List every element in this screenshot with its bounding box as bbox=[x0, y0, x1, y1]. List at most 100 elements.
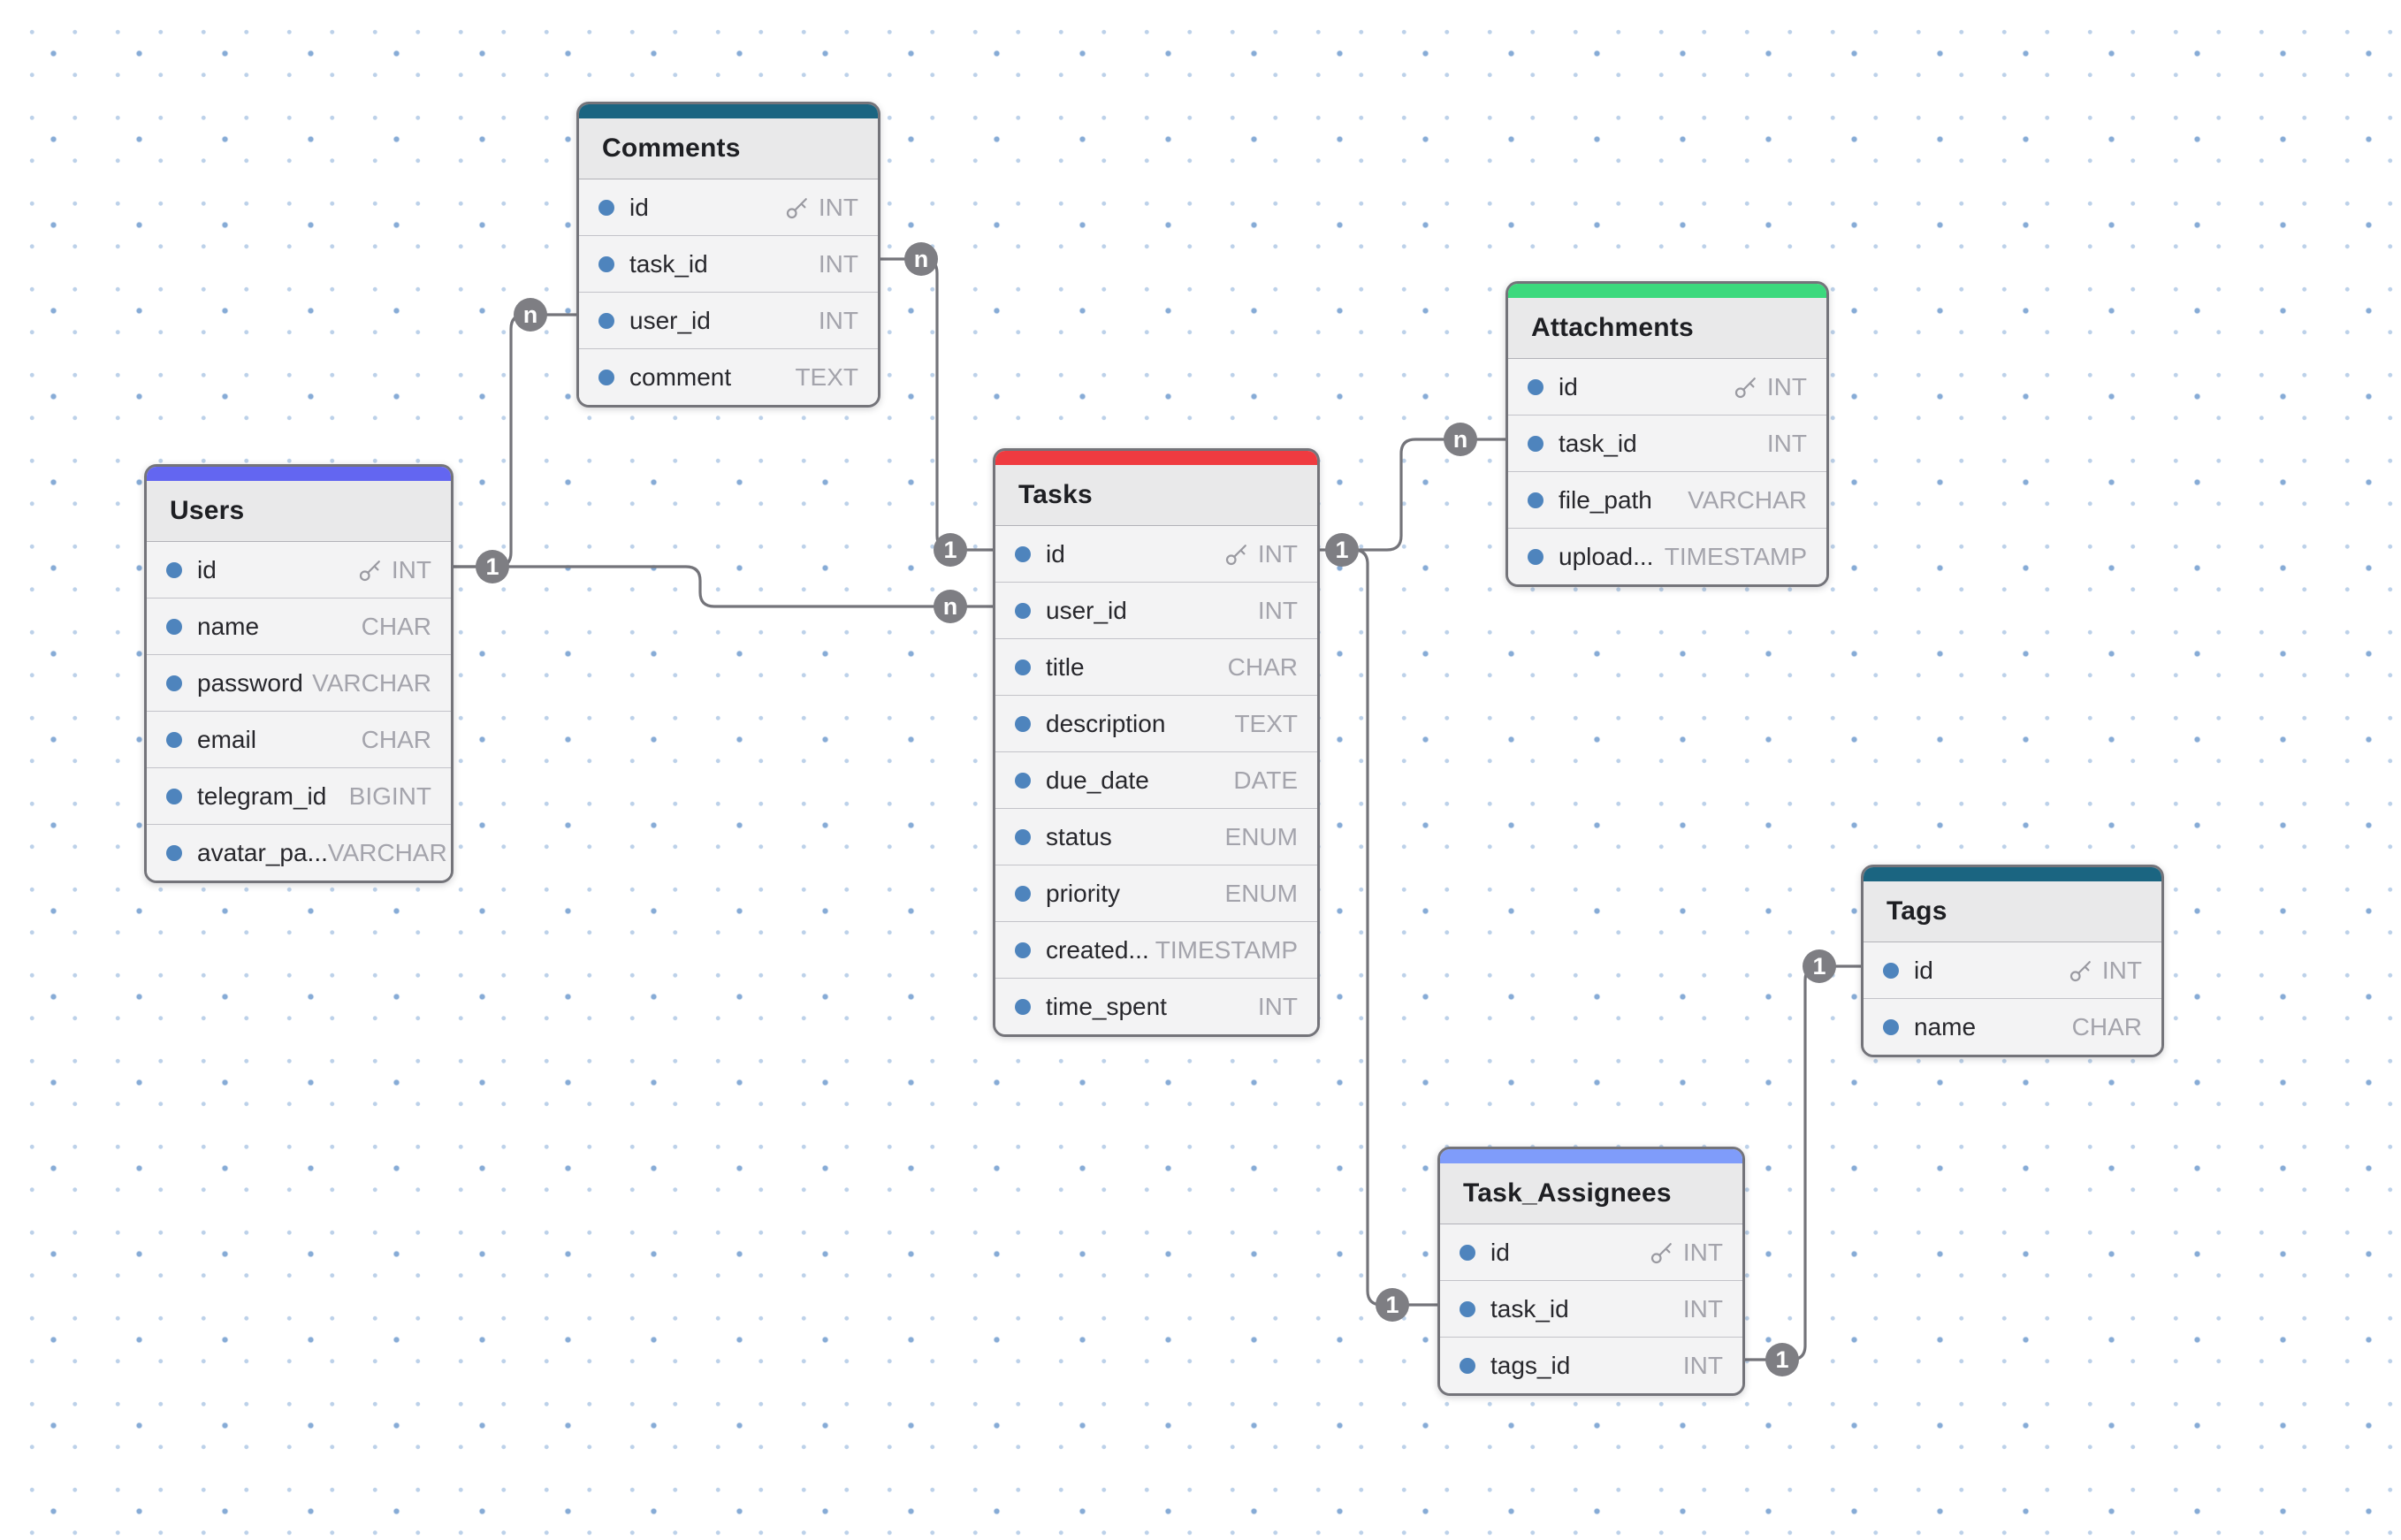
relationship-users-comments[interactable] bbox=[448, 313, 576, 568]
primary-key-icon bbox=[1734, 377, 1756, 398]
table-header[interactable]: Users bbox=[147, 481, 451, 542]
field-row[interactable]: id INT bbox=[1508, 359, 1826, 415]
field-type: VARCHAR bbox=[327, 838, 447, 866]
cardinality-badge: n bbox=[514, 298, 547, 332]
field-dot-icon bbox=[1015, 885, 1031, 902]
table-tags[interactable]: Tags id INT name CHAR bbox=[1861, 865, 2164, 1057]
field-row[interactable]: id INT bbox=[995, 526, 1317, 583]
relationship-tasks-task-assignees[interactable] bbox=[1342, 548, 1437, 1307]
field-row[interactable]: created... TIMESTAMP bbox=[995, 922, 1317, 979]
table-comments[interactable]: Comments id INT task_id INT user_id INT bbox=[576, 102, 880, 408]
field-name: id bbox=[1914, 956, 1933, 984]
field-type: ENUM bbox=[1224, 879, 1298, 907]
field-dot-icon bbox=[1015, 998, 1031, 1015]
field-dot-icon bbox=[598, 369, 614, 385]
field-row[interactable]: title CHAR bbox=[995, 639, 1317, 696]
table-title: Tasks bbox=[1018, 480, 1093, 509]
relationship-tags-task-assignees[interactable] bbox=[1740, 964, 1861, 1361]
field-row[interactable]: telegram_id BIGINT bbox=[147, 768, 451, 825]
field-row[interactable]: id INT bbox=[1864, 942, 2161, 999]
table-tasks[interactable]: Tasks id INT user_id INT title CHAR bbox=[993, 448, 1320, 1037]
field-type: INT bbox=[818, 193, 858, 221]
field-row[interactable]: comment TEXT bbox=[579, 349, 878, 405]
field-name: telegram_id bbox=[197, 781, 327, 810]
field-type: INT bbox=[1766, 372, 1807, 400]
cardinality-badge: 1 bbox=[476, 550, 509, 583]
table-header[interactable]: Attachments bbox=[1508, 298, 1826, 359]
field-row[interactable]: user_id INT bbox=[995, 583, 1317, 639]
field-type: ENUM bbox=[1224, 822, 1298, 850]
field-row[interactable]: task_id INT bbox=[1508, 415, 1826, 472]
field-dot-icon bbox=[1883, 962, 1899, 979]
field-dot-icon bbox=[1528, 492, 1544, 508]
field-row[interactable]: description TEXT bbox=[995, 696, 1317, 752]
field-name: name bbox=[1914, 1012, 1977, 1041]
cardinality-badge: n bbox=[934, 590, 967, 623]
badge-label: n bbox=[943, 593, 958, 620]
field-type: BIGINT bbox=[348, 781, 431, 810]
field-row[interactable]: name CHAR bbox=[1864, 999, 2161, 1055]
field-type: INT bbox=[818, 306, 858, 334]
field-type: CHAR bbox=[1227, 652, 1298, 681]
field-row[interactable]: id INT bbox=[1440, 1224, 1742, 1281]
field-row[interactable]: name CHAR bbox=[147, 598, 451, 655]
field-type: TIMESTAMP bbox=[1155, 935, 1298, 964]
field-row[interactable]: file_path VARCHAR bbox=[1508, 472, 1826, 529]
field-row[interactable]: password VARCHAR bbox=[147, 655, 451, 712]
primary-key-icon bbox=[1225, 544, 1246, 565]
field-dot-icon bbox=[1015, 602, 1031, 619]
field-name: user_id bbox=[629, 306, 711, 334]
table-title: Task_Assignees bbox=[1463, 1178, 1672, 1208]
relationship-tasks-comments[interactable] bbox=[875, 257, 993, 552]
field-name: id bbox=[1559, 372, 1578, 400]
badge-circle bbox=[1376, 1288, 1409, 1322]
table-header[interactable]: Task_Assignees bbox=[1440, 1163, 1742, 1224]
field-row[interactable]: due_date DATE bbox=[995, 752, 1317, 809]
field-name: name bbox=[197, 612, 260, 640]
field-dot-icon bbox=[166, 618, 182, 635]
field-name: created... bbox=[1046, 935, 1149, 964]
table-header[interactable]: Tasks bbox=[995, 465, 1317, 526]
field-name: task_id bbox=[1559, 429, 1637, 457]
field-row[interactable]: tags_id INT bbox=[1440, 1338, 1742, 1393]
field-name: task_id bbox=[629, 249, 708, 278]
field-dot-icon bbox=[166, 788, 182, 804]
field-row[interactable]: task_id INT bbox=[579, 236, 878, 293]
field-type: TEXT bbox=[1234, 709, 1298, 737]
field-dot-icon bbox=[166, 844, 182, 861]
relationship-tasks-attachments[interactable] bbox=[1315, 438, 1505, 552]
field-row[interactable]: user_id INT bbox=[579, 293, 878, 349]
badge-circle bbox=[934, 533, 967, 567]
field-row[interactable]: priority ENUM bbox=[995, 865, 1317, 922]
field-row[interactable]: email CHAR bbox=[147, 712, 451, 768]
field-dot-icon bbox=[598, 312, 614, 329]
field-row[interactable]: time_spent INT bbox=[995, 979, 1317, 1034]
field-name: priority bbox=[1046, 879, 1121, 907]
field-type: INT bbox=[391, 555, 431, 583]
field-name: avatar_pa... bbox=[197, 838, 328, 866]
table-header[interactable]: Tags bbox=[1864, 881, 2161, 942]
field-dot-icon bbox=[1015, 942, 1031, 958]
table-header[interactable]: Comments bbox=[579, 118, 878, 179]
badge-label: 1 bbox=[1775, 1346, 1788, 1373]
primary-key-icon bbox=[786, 197, 807, 218]
badge-circle bbox=[1803, 949, 1836, 983]
field-row[interactable]: task_id INT bbox=[1440, 1281, 1742, 1338]
relationship-users-tasks[interactable] bbox=[448, 565, 993, 608]
field-dot-icon bbox=[598, 255, 614, 272]
field-row[interactable]: status ENUM bbox=[995, 809, 1317, 865]
field-dot-icon bbox=[1460, 1244, 1475, 1261]
table-attachments[interactable]: Attachments id INT task_id INT file_path… bbox=[1505, 281, 1829, 587]
table-task-assignees[interactable]: Task_Assignees id INT task_id INT tags_i… bbox=[1437, 1147, 1745, 1396]
primary-key-icon bbox=[359, 560, 380, 581]
field-dot-icon bbox=[166, 561, 182, 578]
field-row[interactable]: upload... TIMESTAMP bbox=[1508, 529, 1826, 584]
field-dot-icon bbox=[1528, 548, 1544, 565]
field-row[interactable]: id INT bbox=[147, 542, 451, 598]
table-users[interactable]: Users id INT name CHAR password VARCHAR bbox=[144, 464, 454, 883]
field-name: tags_id bbox=[1490, 1351, 1571, 1379]
field-row[interactable]: id INT bbox=[579, 179, 878, 236]
field-row[interactable]: avatar_pa... VARCHAR bbox=[147, 825, 451, 881]
